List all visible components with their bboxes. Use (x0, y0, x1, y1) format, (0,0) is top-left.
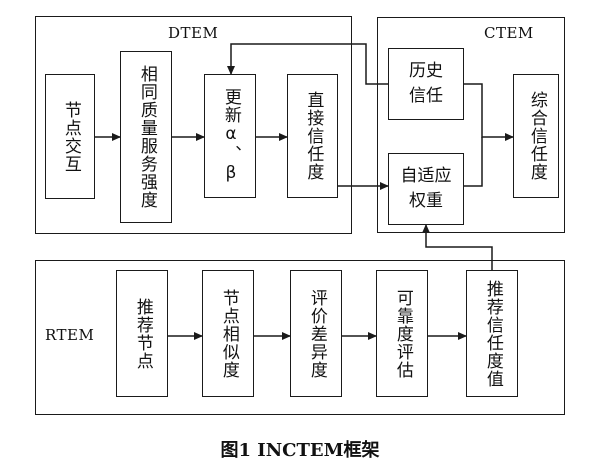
comprehensive-trust-text: 综合信任度 (526, 91, 547, 181)
evaluation-difference-text: 评价差异度 (306, 288, 327, 379)
recommended-trust-box: 推荐信任度值 (466, 270, 518, 397)
node-similarity-box: 节点相似度 (202, 270, 254, 397)
update-alpha-beta-box: 更新α、β (204, 74, 256, 198)
direct-trust-box: 直接信任度 (287, 74, 338, 198)
dtem-label: DTEM (168, 24, 219, 42)
figure-caption: 图1 INCTEM框架 (220, 440, 380, 461)
recommend-node-box: 推荐节点 (116, 270, 168, 397)
direct-trust-text: 直接信任度 (303, 91, 324, 181)
node-interaction-box: 节点交互 (45, 74, 95, 199)
history-trust-text: 历史 信任 (409, 61, 443, 106)
comprehensive-trust-box: 综合信任度 (513, 74, 559, 198)
ctem-label: CTEM (484, 24, 534, 42)
update-alpha-beta-text: 更新α、β (220, 88, 241, 184)
recommend-node-text: 推荐节点 (132, 297, 153, 370)
qos-strength-box: 相同质量服务强度 (120, 51, 172, 223)
reliability-assessment-text: 可靠度评估 (392, 288, 413, 379)
recommended-trust-text: 推荐信任度值 (482, 279, 503, 388)
node-similarity-text: 节点相似度 (218, 288, 239, 379)
evaluation-difference-box: 评价差异度 (290, 270, 342, 397)
adaptive-weight-text: 自适应 权重 (400, 166, 452, 211)
rtem-label: RTEM (45, 326, 95, 344)
node-interaction-text: 节点交互 (60, 100, 81, 173)
history-trust-box: 历史 信任 (388, 48, 464, 120)
adaptive-weight-box: 自适应 权重 (388, 153, 464, 225)
reliability-assessment-box: 可靠度评估 (376, 270, 428, 397)
qos-strength-text: 相同质量服务强度 (136, 65, 157, 209)
